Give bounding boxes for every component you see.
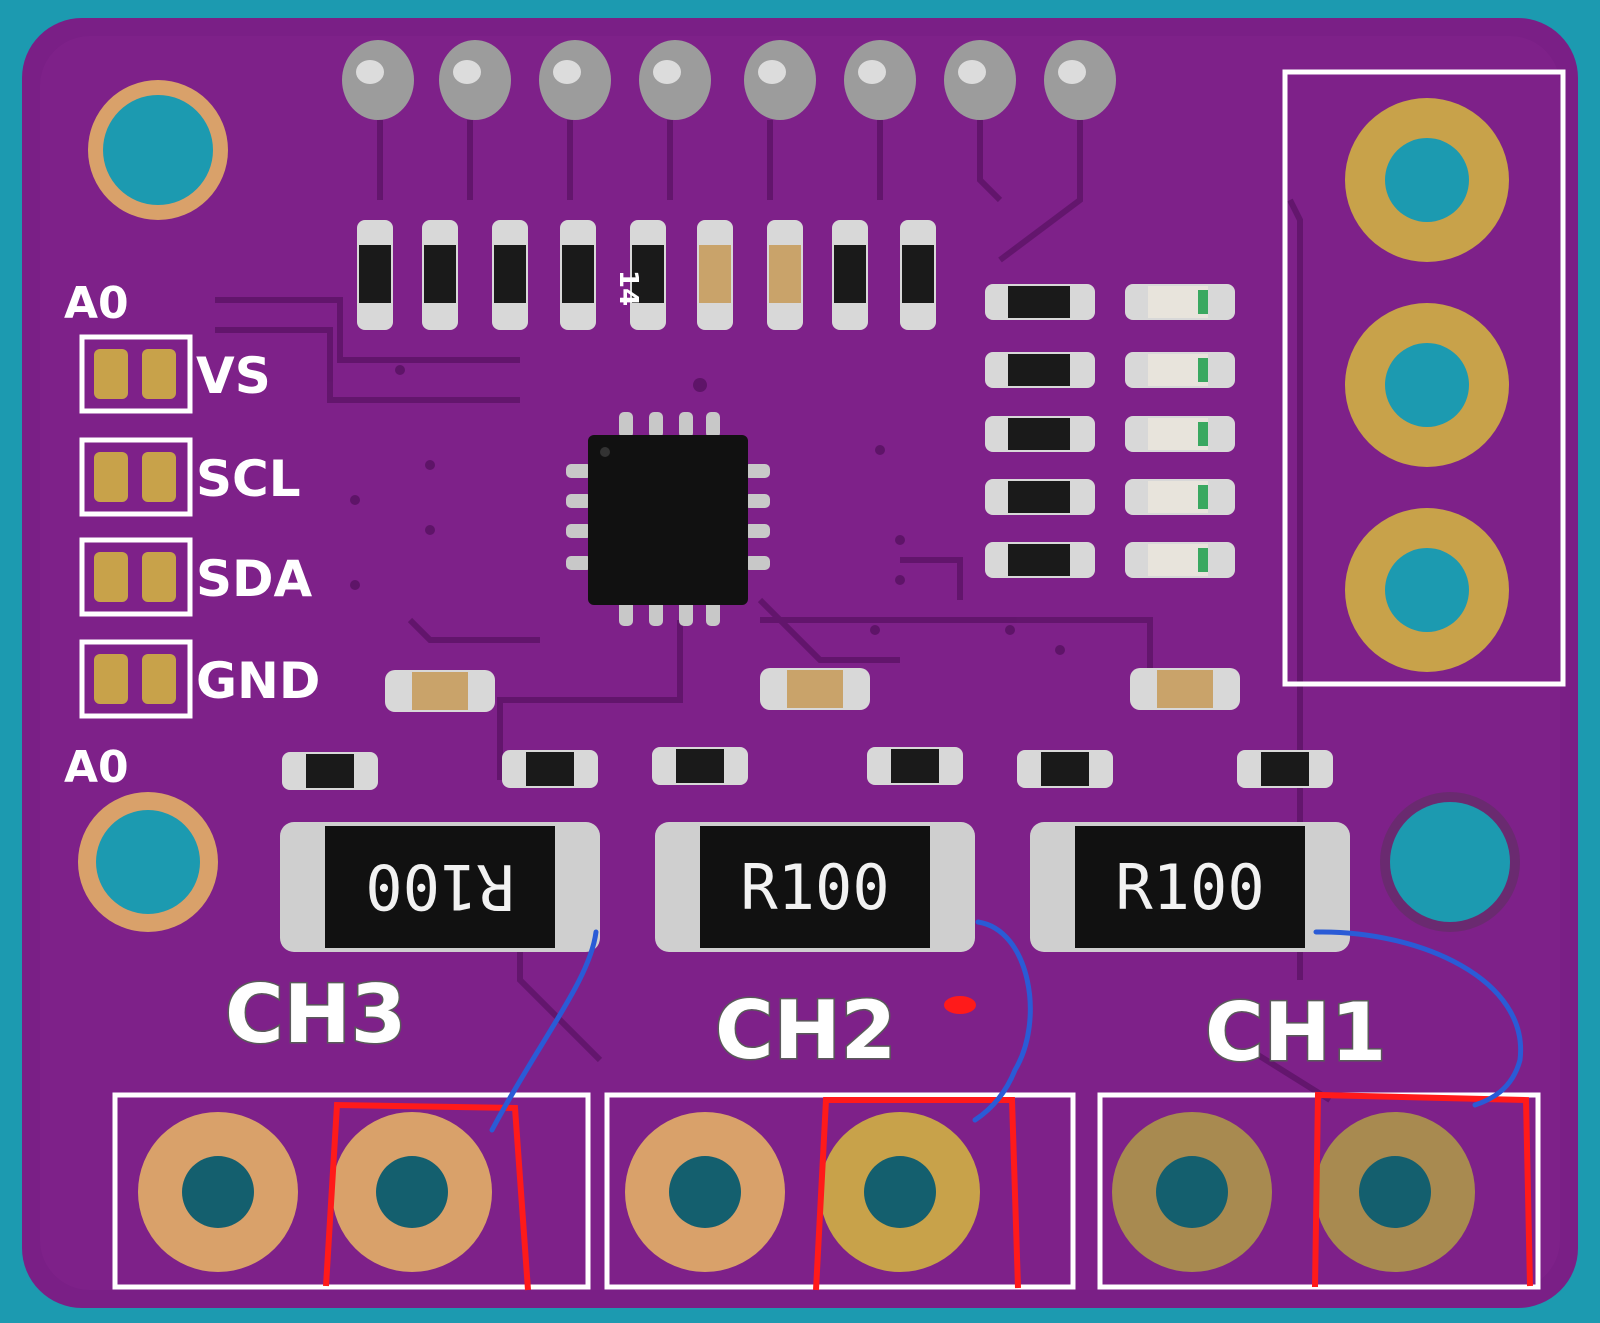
shunt-marking: R100	[1115, 851, 1264, 924]
top-pin-row	[342, 40, 1116, 120]
ic-pin	[679, 600, 693, 626]
left-header: VS SCL SDA GND	[79, 334, 320, 719]
header-pad-outline	[79, 639, 193, 719]
ic-pin	[744, 494, 770, 508]
header-label-sda: SDA	[196, 550, 313, 608]
header-pad	[142, 349, 176, 399]
label-ch3: CH3	[225, 968, 406, 1061]
ic-pin	[679, 412, 693, 438]
smd-capacitors	[282, 668, 1333, 790]
mounting-hole-top-left	[88, 80, 228, 220]
smd-cluster-right	[985, 284, 1235, 578]
header-pad	[142, 552, 176, 602]
label-a0-top: A0	[64, 278, 129, 329]
ic-pin	[706, 412, 720, 438]
terminal-outline	[604, 1092, 1076, 1290]
label-ch2: CH2	[715, 984, 896, 1077]
header-pad	[142, 452, 176, 502]
red-annotations	[323, 1091, 1533, 1291]
header-pad	[94, 452, 128, 502]
smd-resistor-row	[357, 220, 936, 330]
shunt-resistor-2: R100	[655, 822, 975, 952]
label-a0-bottom: A0	[64, 742, 129, 793]
power-header-outline	[1282, 69, 1566, 687]
shunt-resistors: R100 R100 R100	[280, 822, 1350, 952]
header-pad	[94, 654, 128, 704]
ic-pin	[566, 524, 592, 538]
mounting-hole-bottom-left	[78, 792, 218, 932]
header-pad	[94, 349, 128, 399]
ic-pin	[649, 412, 663, 438]
ic-pin	[566, 556, 592, 570]
header-label-gnd: GND	[196, 652, 320, 710]
ic-pin	[649, 600, 663, 626]
mounting-hole-bottom-right	[1380, 792, 1520, 932]
shunt-marking: R100	[740, 851, 889, 924]
header-pad	[142, 654, 176, 704]
ic-pin	[744, 556, 770, 570]
terminal-outline	[112, 1092, 591, 1290]
header-pad-outline	[79, 334, 193, 414]
ic-pin	[744, 464, 770, 478]
header-pad	[94, 552, 128, 602]
header-label-scl: SCL	[196, 450, 301, 508]
blue-annotations	[489, 919, 1524, 1133]
chip-silk-marking: 14	[613, 270, 643, 306]
header-label-vs: VS	[196, 347, 271, 405]
ic-pin	[619, 600, 633, 626]
ic-pin	[744, 524, 770, 538]
channel-terminals	[112, 1092, 1541, 1290]
shunt-resistor-1: R100	[1030, 822, 1350, 952]
header-pad-outline	[79, 537, 193, 617]
shunt-resistor-3: R100	[280, 822, 600, 952]
shunt-marking: R100	[365, 850, 514, 923]
ic-pin	[566, 464, 592, 478]
ic-pin	[706, 600, 720, 626]
red-dot-annotation	[944, 996, 976, 1014]
label-ch1: CH1	[1205, 986, 1386, 1079]
header-pad-outline	[79, 437, 193, 517]
power-header-pads	[1345, 98, 1509, 672]
ic-pin	[566, 494, 592, 508]
vias	[350, 365, 1065, 655]
ic-pin	[619, 412, 633, 438]
ina3221-chip	[566, 412, 770, 626]
pcb-traces	[215, 120, 1332, 1103]
